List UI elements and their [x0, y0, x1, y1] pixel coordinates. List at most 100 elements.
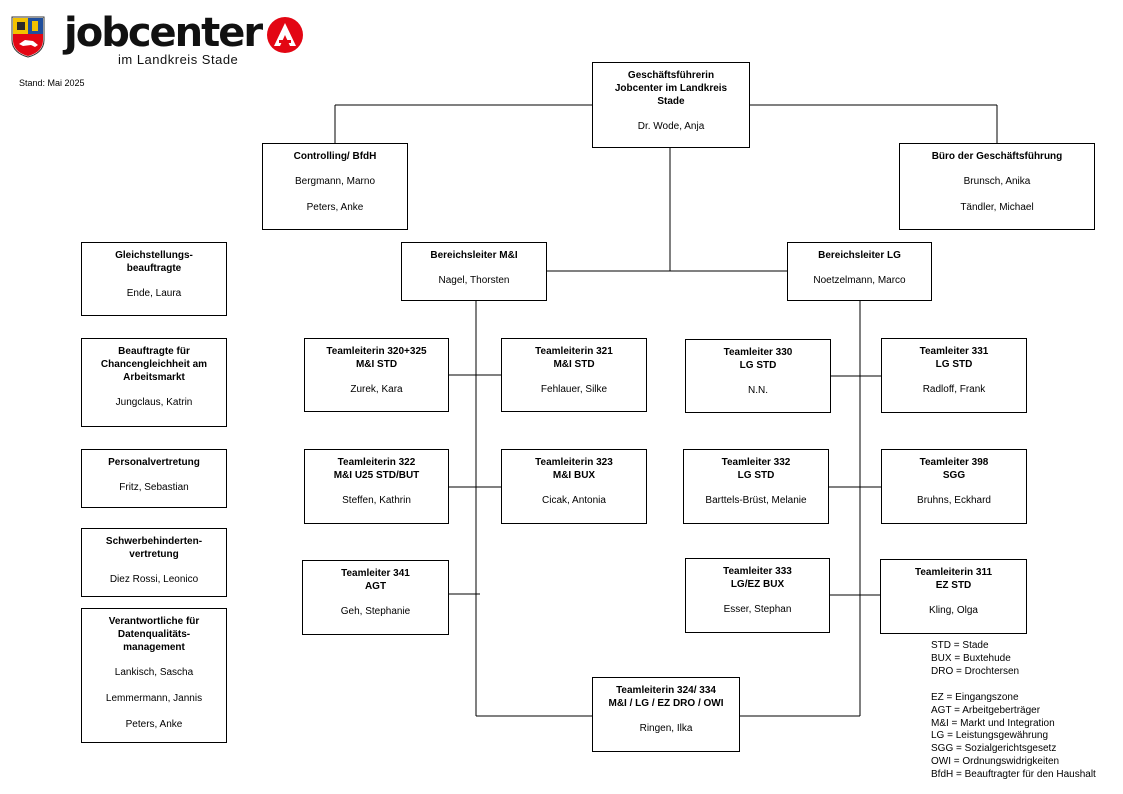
legend-location-2: BUX = Buxtehude [931, 652, 1011, 664]
t333-title-2: LG/EZ BUX [730, 579, 785, 590]
t320-name: Zurek, Kara [350, 384, 403, 395]
daten-name-1: Lankisch, Sascha [114, 667, 194, 678]
t330-title-2: LG STD [739, 360, 777, 371]
t330-title-1: Teamleiter 330 [723, 347, 793, 358]
chancen-title-3: Arbeitsmarkt [123, 372, 185, 383]
agency-arrow-logo-icon [267, 17, 303, 53]
t323-title-1: Teamleiterin 323 [535, 457, 613, 468]
buero-title: Büro der Geschäftsführung [931, 151, 1063, 162]
t324-title-2: M&I / LG / EZ DRO / OWI [608, 698, 724, 709]
box-team-332: Teamleiter 332 LG STD Barttels-Brüst, Me… [683, 449, 829, 524]
box-bereichsleiter-lg: Bereichsleiter LG Noetzelmann, Marco [787, 242, 932, 301]
jobcenter-logo: jobcenter im Landkreis Stade [8, 10, 308, 70]
bl-lg-title: Bereichsleiter LG [818, 250, 901, 261]
box-team-398: Teamleiter 398 SGG Bruhns, Eckhard [881, 449, 1027, 524]
t322-name: Steffen, Kathrin [342, 495, 411, 506]
controlling-name-2: Peters, Anke [306, 202, 364, 213]
gf-name: Dr. Wode, Anja [637, 121, 705, 132]
chancen-title-1: Beauftragte für [118, 346, 190, 357]
t333-name: Esser, Stephan [723, 604, 792, 615]
t341-name: Geh, Stephanie [340, 606, 411, 617]
box-team-323: Teamleiterin 323 M&I BUX Cicak, Antonia [501, 449, 647, 524]
t322-title-2: M&I U25 STD/BUT [333, 470, 420, 481]
box-team-341: Teamleiter 341 AGT Geh, Stephanie [302, 560, 449, 635]
buero-name-1: Brunsch, Anika [963, 176, 1031, 187]
t311-name: Kling, Olga [929, 605, 978, 616]
t398-title-1: Teamleiter 398 [919, 457, 989, 468]
box-team-322: Teamleiterin 322 M&I U25 STD/BUT Steffen… [304, 449, 449, 524]
gleich-name: Ende, Laura [126, 288, 182, 299]
legend-location-1: STD = Stade [931, 640, 989, 651]
t398-title-2: SGG [942, 470, 966, 481]
t333-title-1: Teamleiter 333 [723, 566, 792, 577]
legend-abbr-2: AGT = Arbeitgeberträger [931, 704, 1041, 716]
chancen-name: Jungclaus, Katrin [115, 397, 193, 408]
box-gleichstellung: Gleichstellungs- beauftragte Ende, Laura [81, 242, 227, 316]
gf-title-2: Jobcenter im Landkreis [614, 83, 728, 94]
daten-name-2: Lemmermann, Jannis [105, 693, 203, 704]
legend-abbr-7: BfdH = Beauftragter für den Haushalt [931, 769, 1096, 781]
abbreviation-legend: STD = Stade BUX = Buxtehude DRO = Drocht… [931, 640, 1096, 782]
t331-title-2: LG STD [935, 359, 973, 370]
box-buero-gf: Büro der Geschäftsführung Brunsch, Anika… [899, 143, 1095, 230]
daten-title-3: management [123, 642, 185, 653]
t311-title-2: EZ STD [935, 580, 972, 591]
box-team-321: Teamleiterin 321 M&I STD Fehlauer, Silke [501, 338, 647, 412]
box-team-320: Teamleiterin 320+325 M&I STD Zurek, Kara [304, 338, 449, 412]
controlling-title: Controlling/ BfdH [293, 151, 377, 162]
box-chancengleichheit: Beauftragte für Chancengleichheit am Arb… [81, 338, 227, 427]
daten-name-3: Peters, Anke [125, 719, 183, 730]
t332-name: Barttels-Brüst, Melanie [705, 495, 807, 506]
t331-name: Radloff, Frank [922, 384, 986, 395]
t341-title-1: Teamleiter 341 [341, 568, 410, 579]
t321-name: Fehlauer, Silke [540, 384, 608, 395]
box-geschaeftsfuehrung: Geschäftsführerin Jobcenter im Landkreis… [592, 62, 750, 148]
box-team-324-334: Teamleiterin 324/ 334 M&I / LG / EZ DRO … [592, 677, 740, 752]
box-team-333: Teamleiter 333 LG/EZ BUX Esser, Stephan [685, 558, 830, 633]
logo-subtext: im Landkreis Stade [118, 52, 239, 67]
legend-abbr-6: OWI = Ordnungswidrigkeiten [931, 756, 1060, 768]
box-personalvertretung: Personalvertretung Fritz, Sebastian [81, 449, 227, 508]
box-team-330: Teamleiter 330 LG STD N.N. [685, 339, 831, 413]
t324-name: Ringen, Ilka [639, 723, 693, 734]
t330-name: N.N. [748, 385, 768, 396]
controlling-name-1: Bergmann, Marno [294, 176, 376, 187]
t320-title-2: M&I STD [355, 359, 398, 370]
bl-lg-name: Noetzelmann, Marco [813, 275, 906, 286]
date-stand: Stand: Mai 2025 [19, 78, 85, 88]
buero-name-2: Tändler, Michael [960, 202, 1034, 213]
t332-title-1: Teamleiter 332 [721, 457, 791, 468]
gf-title-3: Stade [657, 96, 685, 107]
schwer-title-1: Schwerbehinderten- [105, 536, 203, 547]
box-bereichsleiter-mi: Bereichsleiter M&I Nagel, Thorsten [401, 242, 547, 301]
t323-name: Cicak, Antonia [542, 495, 606, 506]
box-team-311: Teamleiterin 311 EZ STD Kling, Olga [880, 559, 1027, 634]
bl-mi-title: Bereichsleiter M&I [430, 250, 518, 261]
t324-title-1: Teamleiterin 324/ 334 [616, 685, 716, 696]
t331-title-1: Teamleiter 331 [919, 346, 989, 357]
gleich-title-1: Gleichstellungs- [115, 250, 193, 261]
box-team-331: Teamleiter 331 LG STD Radloff, Frank [881, 338, 1027, 413]
t323-title-2: M&I BUX [552, 470, 596, 481]
t321-title-1: Teamleiterin 321 [535, 346, 613, 357]
daten-title-2: Datenqualitäts- [117, 629, 191, 640]
gf-title-1: Geschäftsführerin [627, 70, 715, 81]
bl-mi-name: Nagel, Thorsten [438, 275, 510, 286]
t311-title-1: Teamleiterin 311 [914, 567, 993, 578]
legend-abbr-3: M&I = Markt und Integration [931, 717, 1055, 729]
box-schwerbehinderten: Schwerbehinderten- vertretung Diez Rossi… [81, 528, 227, 597]
legend-abbr-5: SGG = Sozialgerichtsgesetz [931, 743, 1057, 755]
box-controlling: Controlling/ BfdH Bergmann, Marno Peters… [262, 143, 408, 230]
personal-name: Fritz, Sebastian [119, 482, 189, 493]
personal-title: Personalvertretung [108, 457, 200, 468]
legend-abbr-1: EZ = Eingangszone [931, 691, 1019, 703]
coat-of-arms-icon [11, 16, 45, 58]
t322-title-1: Teamleiterin 322 [337, 457, 416, 468]
t321-title-2: M&I STD [553, 359, 595, 370]
gleich-title-2: beauftragte [126, 263, 182, 274]
t320-title-1: Teamleiterin 320+325 [326, 346, 427, 357]
logo-wordmark: jobcenter [64, 10, 263, 56]
schwer-name: Diez Rossi, Leonico [109, 574, 199, 585]
legend-abbr-4: LG = Leistungsgewährung [931, 730, 1049, 742]
